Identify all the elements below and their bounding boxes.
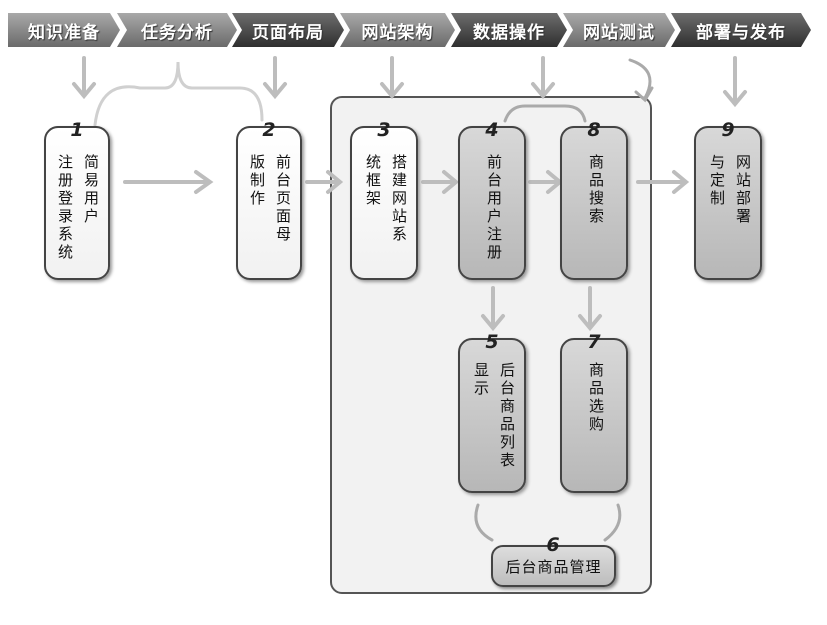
right-arrow-4-8 bbox=[528, 170, 564, 194]
step-4-card: 4 前台用户注册 bbox=[458, 119, 526, 280]
step-6-card: 6 后台商品管理 bbox=[491, 534, 616, 587]
step-4-number: 4 bbox=[485, 119, 499, 141]
step-9-card: 9 网站部署 与定制 bbox=[694, 119, 762, 280]
step-1-text-col1: 简易用户 bbox=[82, 154, 100, 226]
right-arrow-3-4 bbox=[421, 170, 460, 194]
step-2-text-col2: 版制作 bbox=[248, 154, 266, 208]
bracket-4-8 bbox=[503, 104, 587, 123]
task-analysis-brace bbox=[93, 61, 264, 127]
stage-data-operation: 数据操作 bbox=[451, 13, 567, 47]
step-9-text-col1: 网站部署 bbox=[734, 154, 752, 226]
down-arrow-stage1 bbox=[72, 56, 96, 100]
step-1-card: 1 简易用户 注册登录系统 bbox=[44, 119, 110, 280]
step-8-text: 商品搜索 bbox=[587, 154, 605, 226]
down-arrow-stage3 bbox=[263, 56, 287, 100]
stage-page-layout: 页面布局 bbox=[232, 13, 344, 47]
step-5-text-col1: 后台商品列表 bbox=[498, 362, 516, 470]
step-1-number: 1 bbox=[70, 119, 84, 141]
stage-knowledge-prep: 知识准备 bbox=[8, 13, 120, 47]
step-2-text-col1: 前台页面母 bbox=[274, 154, 292, 244]
step-7-card: 7 商品选购 bbox=[560, 331, 628, 493]
down-arrow-4-5 bbox=[481, 286, 505, 332]
down-arrow-stage4 bbox=[380, 56, 404, 100]
curve-arrow-6-7 bbox=[603, 503, 622, 542]
step-5-card: 5 后台商品列表 显示 bbox=[458, 331, 526, 493]
step-3-text-col1: 搭建网站系 bbox=[390, 154, 408, 244]
step-8-card: 8 商品搜索 bbox=[560, 119, 628, 280]
step-7-number: 7 bbox=[587, 331, 601, 353]
step-6-number: 6 bbox=[546, 534, 561, 556]
step-4-text: 前台用户注册 bbox=[485, 154, 503, 262]
step-3-text-col2: 统框架 bbox=[364, 154, 382, 208]
step-9-number: 9 bbox=[721, 119, 735, 141]
step-2-card: 2 前台页面母 版制作 bbox=[236, 119, 302, 280]
curve-arrow-5-6 bbox=[474, 503, 494, 542]
testing-curve-arrow bbox=[628, 58, 652, 100]
stage-task-analysis: 任务分析 bbox=[117, 13, 237, 47]
right-arrow-2-3 bbox=[305, 170, 344, 194]
step-1-text-col2: 注册登录系统 bbox=[56, 154, 74, 262]
down-arrow-stage5 bbox=[531, 56, 555, 100]
down-arrow-stage7 bbox=[723, 56, 747, 108]
stage-deploy-publish: 部署与发布 bbox=[671, 13, 811, 47]
stage-site-architecture: 网站架构 bbox=[340, 13, 455, 47]
step-9-text-col2: 与定制 bbox=[708, 154, 726, 208]
down-arrow-8-7 bbox=[578, 286, 602, 332]
stage-site-testing: 网站测试 bbox=[563, 13, 675, 47]
step-3-number: 3 bbox=[377, 119, 391, 141]
step-8-number: 8 bbox=[587, 119, 601, 141]
step-5-number: 5 bbox=[485, 331, 499, 353]
right-arrow-1-2 bbox=[123, 170, 214, 194]
right-arrow-8-9 bbox=[636, 170, 690, 194]
step-5-text-col2: 显示 bbox=[472, 362, 490, 398]
step-7-text: 商品选购 bbox=[587, 362, 605, 434]
step-6-text: 后台商品管理 bbox=[505, 557, 602, 576]
step-3-card: 3 搭建网站系 统框架 bbox=[350, 119, 418, 280]
step-2-number: 2 bbox=[262, 119, 276, 141]
